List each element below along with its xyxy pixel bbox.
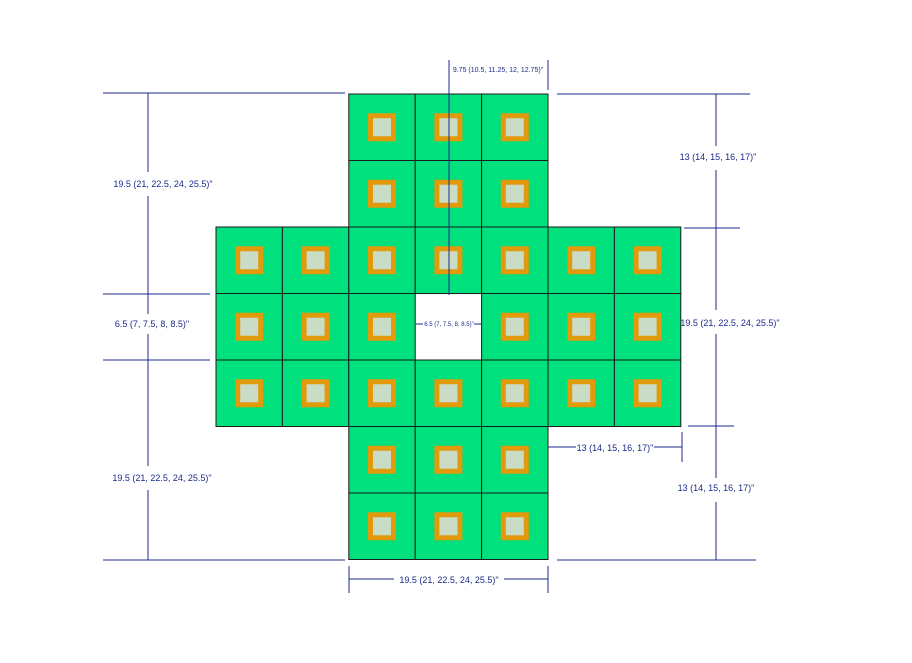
block-motif-inner	[439, 184, 458, 203]
block-motif-inner	[505, 184, 524, 203]
block-motif-inner	[439, 450, 458, 469]
block-motif-inner	[439, 251, 458, 270]
label-left-lower-height: 19.5 (21, 22.5, 24, 25.5)"	[112, 473, 211, 483]
block-motif-inner	[306, 384, 325, 403]
block-motif-inner	[638, 251, 657, 270]
label-left-middle-height: 6.5 (7, 7.5, 8, 8.5)"	[115, 319, 189, 329]
block-motif-inner	[572, 251, 591, 270]
block-motif-inner	[505, 384, 524, 403]
block-motif-inner	[240, 317, 259, 336]
block-motif-inner	[638, 384, 657, 403]
label-left-upper-height: 19.5 (21, 22.5, 24, 25.5)"	[113, 179, 212, 189]
label-bottom-width: 19.5 (21, 22.5, 24, 25.5)"	[399, 575, 498, 585]
block-motif-inner	[240, 251, 259, 270]
block-motif-inner	[373, 450, 391, 469]
dimension-labels: 9.75 (10.5, 11.25, 12, 12.75)" 19.5 (21,…	[112, 67, 779, 585]
block-motif-inner	[306, 251, 325, 270]
block-motif-inner	[572, 384, 591, 403]
block-motif-inner	[439, 384, 458, 403]
block-motif-inner	[373, 251, 391, 270]
label-right-middle-height: 19.5 (21, 22.5, 24, 25.5)"	[680, 318, 779, 328]
block-motif-inner	[505, 317, 524, 336]
block-motif-inner	[373, 184, 391, 203]
block-motif-inner	[373, 517, 391, 536]
block-motif-inner	[439, 517, 458, 536]
dimension-lines	[103, 60, 756, 593]
block-motif-inner	[240, 384, 259, 403]
label-right-upper-height: 13 (14, 15, 16, 17)"	[680, 152, 757, 162]
grid-block	[481, 293, 549, 361]
block-motif-inner	[505, 251, 524, 270]
grid-block	[613, 293, 682, 361]
block-motif-inner	[638, 317, 657, 336]
block-motif-inner	[572, 317, 591, 336]
label-top-block-width: 9.75 (10.5, 11.25, 12, 12.75)"	[453, 67, 544, 74]
label-right-lower-height: 13 (14, 15, 16, 17)"	[678, 483, 755, 493]
block-motif-inner	[306, 317, 325, 336]
block-motif-inner	[505, 517, 524, 536]
block-motif-inner	[505, 450, 524, 469]
block-motif-inner	[373, 118, 391, 137]
label-right-arm-width: 13 (14, 15, 16, 17)"	[577, 443, 654, 453]
block-motif-inner	[439, 118, 458, 137]
block-motif-inner	[505, 118, 524, 137]
label-center-hole-width: 6.5 (7, 7.5, 8, 8.5)"	[424, 322, 474, 328]
block-motif-inner	[373, 384, 391, 403]
block-motif-inner	[373, 317, 391, 336]
block-grid	[215, 93, 682, 560]
